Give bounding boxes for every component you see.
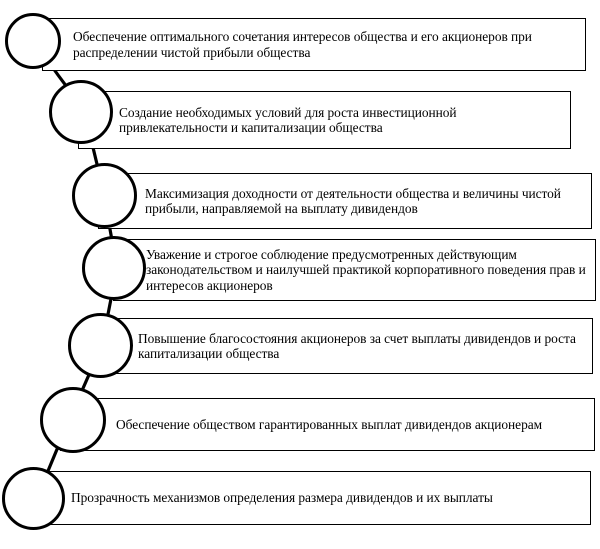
principle-circle-2 <box>49 80 113 144</box>
principle-circle-1 <box>5 13 61 69</box>
principle-box-2: Создание необходимых условий для роста и… <box>78 91 571 149</box>
principle-circle-5 <box>68 313 133 378</box>
principle-box-5: Повышение благосостояния акционеров за с… <box>103 318 593 374</box>
principle-text-1: Обеспечение оптимального сочетания интер… <box>73 29 532 60</box>
principle-box-6: Обеспечение обществом гарантированных вы… <box>60 398 595 451</box>
principle-box-3: Максимизация доходности от деятельности … <box>98 173 592 229</box>
principle-box-4: Уважение и строгое соблюдение предусмотр… <box>113 239 596 301</box>
principle-circle-6 <box>40 387 106 453</box>
principle-text-7: Прозрачность механизмов определения разм… <box>71 490 493 506</box>
principle-circle-4 <box>82 236 146 300</box>
principle-box-7: Прозрачность механизмов определения разм… <box>38 471 591 525</box>
principle-text-2: Создание необходимых условий для роста и… <box>119 104 457 136</box>
principle-circle-7 <box>2 467 65 530</box>
principle-text-6: Обеспечение обществом гарантированных вы… <box>116 416 543 432</box>
principle-text-3: Максимизация доходности от деятельности … <box>145 185 561 217</box>
principle-circle-3 <box>72 163 137 228</box>
principle-box-1: Обеспечение оптимального сочетания интер… <box>42 18 586 71</box>
principle-text-5: Повышение благосостояния акционеров за с… <box>138 330 576 362</box>
principle-text-4: Уважение и строгое соблюдение предусмотр… <box>146 246 586 293</box>
